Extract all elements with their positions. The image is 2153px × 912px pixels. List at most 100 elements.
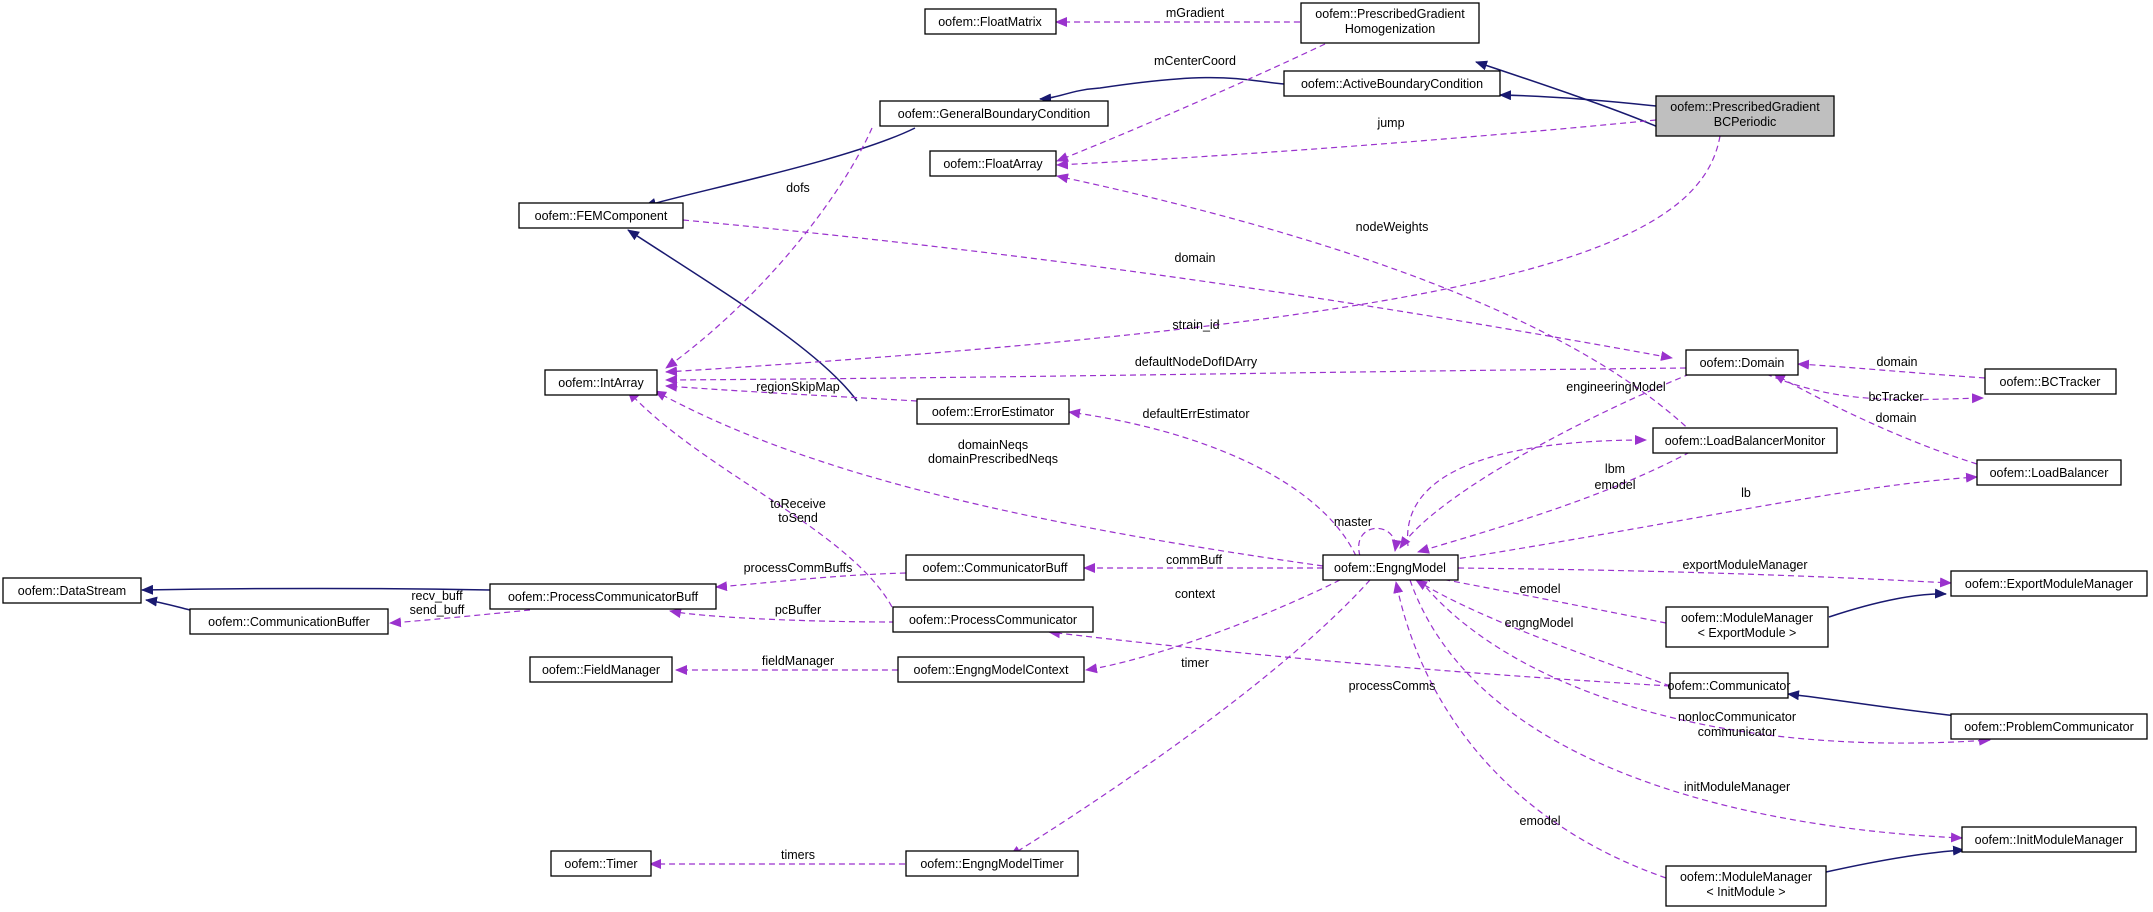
- svg-text:oofem::LoadBalancerMonitor: oofem::LoadBalancerMonitor: [1665, 434, 1826, 448]
- svg-text:oofem::ProcessCommunicator: oofem::ProcessCommunicator: [909, 613, 1077, 627]
- edge-label-timers: timers: [781, 848, 815, 862]
- edge-pc-ia-tosend: [627, 390, 893, 608]
- edge-dom-em-engineeringmodel: [1399, 373, 1691, 549]
- node-timer[interactable]: oofem::Timer: [550, 850, 652, 877]
- edge-label-initmodulemanager: initModuleManager: [1684, 780, 1790, 794]
- edge-em-ia-domainneqs: [654, 390, 1324, 567]
- edge-label-defaultnodedofidarry: defaultNodeDofIDArry: [1135, 355, 1258, 369]
- node-float-array[interactable]: oofem::FloatArray: [929, 150, 1057, 177]
- node-load-balancer-monitor[interactable]: oofem::LoadBalancerMonitor: [1652, 427, 1838, 454]
- edge-lbm-fa-nodeweights: [1056, 173, 1701, 441]
- svg-text:< InitModule >: < InitModule >: [1706, 885, 1785, 899]
- edge-em-ee-defaulterrestimator: [1068, 408, 1357, 557]
- edge-label-pcbuffer: pcBuffer: [775, 603, 821, 617]
- svg-text:oofem::LoadBalancer: oofem::LoadBalancer: [1990, 466, 2109, 480]
- edge-lb-dom-domain: [1773, 373, 1978, 465]
- node-active-boundary-condition[interactable]: oofem::ActiveBoundaryCondition: [1283, 70, 1501, 97]
- edge-em-emm-exportmodulemanager: [1457, 567, 1952, 588]
- svg-text:oofem::CommunicatorBuff: oofem::CommunicatorBuff: [923, 561, 1068, 575]
- svg-text:oofem::ModuleManager: oofem::ModuleManager: [1681, 611, 1813, 625]
- edges: [141, 17, 1991, 879]
- svg-text:oofem::InitModuleManager: oofem::InitModuleManager: [1975, 833, 2124, 847]
- node-module-manager-export[interactable]: oofem::ModuleManager < ExportModule >: [1665, 606, 1829, 648]
- node-bc-tracker[interactable]: oofem::BCTracker: [1984, 368, 2117, 395]
- svg-text:oofem::CommunicationBuffer: oofem::CommunicationBuffer: [208, 615, 370, 629]
- edge-label-tosend: toSend: [778, 511, 818, 525]
- node-export-module-manager[interactable]: oofem::ExportModuleManager: [1950, 570, 2148, 597]
- edge-prc-to-comm: [1787, 690, 1959, 717]
- edge-label-domain-bct: domain: [1877, 355, 1918, 369]
- node-communicator[interactable]: oofem::Communicator: [1668, 672, 1791, 699]
- svg-text:oofem::FloatArray: oofem::FloatArray: [943, 157, 1043, 171]
- edge-pgbcp-ia-strainid: [665, 135, 1721, 377]
- node-domain[interactable]: oofem::Domain: [1685, 349, 1799, 376]
- node-process-communicator[interactable]: oofem::ProcessCommunicator: [892, 606, 1094, 633]
- edge-label-domainneqs: domainNeqs: [958, 438, 1028, 452]
- edge-mminit-em-emodel: [1393, 581, 1667, 879]
- node-communicator-buff[interactable]: oofem::CommunicatorBuff: [905, 554, 1085, 581]
- svg-text:BCPeriodic: BCPeriodic: [1714, 115, 1777, 129]
- svg-text:oofem::IntArray: oofem::IntArray: [558, 376, 644, 390]
- edge-lbm-em-emodel: [1417, 451, 1691, 554]
- svg-text:oofem::Communicator: oofem::Communicator: [1668, 679, 1791, 693]
- node-problem-communicator[interactable]: oofem::ProblemCommunicator: [1950, 713, 2148, 740]
- node-engng-model-timer[interactable]: oofem::EngngModelTimer: [905, 850, 1079, 877]
- edge-femc-dom-domain: [682, 219, 1673, 361]
- svg-text:oofem::GeneralBoundaryConditio: oofem::GeneralBoundaryCondition: [898, 107, 1091, 121]
- svg-text:oofem::FEMComponent: oofem::FEMComponent: [535, 209, 668, 223]
- node-engng-model-context[interactable]: oofem::EngngModelContext: [897, 656, 1085, 683]
- edge-label-communicator: communicator: [1698, 725, 1777, 739]
- edge-gbc-ia-dofs: [665, 127, 873, 369]
- edge-label-regionskipmap: regionSkipMap: [756, 380, 839, 394]
- node-communication-buffer[interactable]: oofem::CommunicationBuffer: [189, 608, 389, 635]
- svg-text:oofem::PrescribedGradient: oofem::PrescribedGradient: [1670, 100, 1820, 114]
- edge-mminit-to-imm: [1825, 845, 1965, 873]
- node-error-estimator[interactable]: oofem::ErrorEstimator: [916, 398, 1070, 425]
- edge-label-nodeweights: nodeWeights: [1356, 220, 1429, 234]
- svg-text:oofem::ProblemCommunicator: oofem::ProblemCommunicator: [1964, 720, 2134, 734]
- edge-label-emodel-mmexp: emodel: [1520, 582, 1561, 596]
- node-float-matrix[interactable]: oofem::FloatMatrix: [924, 8, 1057, 35]
- edge-label-lb: lb: [1741, 486, 1751, 500]
- node-field-manager[interactable]: oofem::FieldManager: [529, 656, 673, 683]
- edge-label-mgradient: mGradient: [1166, 6, 1225, 20]
- node-int-array[interactable]: oofem::IntArray: [544, 369, 658, 396]
- edge-em-lbm-lbm: [1407, 435, 1647, 547]
- edge-abc-to-gbc: [1039, 76, 1285, 104]
- svg-text:oofem::Domain: oofem::Domain: [1700, 356, 1785, 370]
- svg-text:oofem::BCTracker: oofem::BCTracker: [2000, 375, 2101, 389]
- node-prescribed-gradient-homogenization[interactable]: oofem::PrescribedGradient Homogenization: [1300, 2, 1480, 44]
- node-load-balancer[interactable]: oofem::LoadBalancer: [1976, 459, 2122, 486]
- svg-text:oofem::FloatMatrix: oofem::FloatMatrix: [938, 15, 1042, 29]
- edge-label-jump: jump: [1376, 116, 1404, 130]
- edge-label-toreceive: toReceive: [770, 497, 826, 511]
- node-module-manager-init[interactable]: oofem::ModuleManager < InitModule >: [1665, 865, 1827, 907]
- node-process-communicator-buff[interactable]: oofem::ProcessCommunicatorBuff: [489, 583, 717, 610]
- edge-label-nonloccommunicator: nonlocCommunicator: [1678, 710, 1796, 724]
- edge-pcb-to-ds: [141, 584, 491, 595]
- edge-label-lbm: lbm: [1605, 462, 1625, 476]
- node-general-boundary-condition[interactable]: oofem::GeneralBoundaryCondition: [879, 100, 1109, 127]
- edge-pc-pcb-pcbuffer: [669, 608, 896, 623]
- node-data-stream[interactable]: oofem::DataStream: [2, 577, 142, 604]
- edge-label-bctracker: bcTracker: [1868, 390, 1923, 404]
- node-engng-model[interactable]: oofem::EngngModel: [1322, 554, 1459, 581]
- node-init-module-manager[interactable]: oofem::InitModuleManager: [1961, 826, 2137, 853]
- edge-label-emodel-mminit: emodel: [1520, 814, 1561, 828]
- edge-label-context: context: [1175, 587, 1216, 601]
- edge-em-emc-context: [1085, 579, 1341, 674]
- svg-text:oofem::ErrorEstimator: oofem::ErrorEstimator: [932, 405, 1054, 419]
- edge-label-defaulterrestimator: defaultErrEstimator: [1143, 407, 1250, 421]
- svg-text:oofem::DataStream: oofem::DataStream: [18, 584, 126, 598]
- edge-label-timer: timer: [1181, 656, 1209, 670]
- svg-text:oofem::ActiveBoundaryCondition: oofem::ActiveBoundaryCondition: [1301, 77, 1483, 91]
- edge-label-exportmodulemanager: exportModuleManager: [1682, 558, 1807, 572]
- edge-ee-to-femc: [627, 229, 858, 402]
- edge-gbc-to-femc: [644, 127, 916, 208]
- edge-labels: mGradient mCenterCoord jump dofs nodeWei…: [410, 6, 1924, 862]
- edge-label-domain-femc: domain: [1175, 251, 1216, 265]
- node-fem-component[interactable]: oofem::FEMComponent: [518, 202, 684, 229]
- edge-comm-em-engngmodel: [1415, 579, 1671, 687]
- node-prescribed-gradient-bc-periodic[interactable]: oofem::PrescribedGradient BCPeriodic: [1655, 95, 1835, 137]
